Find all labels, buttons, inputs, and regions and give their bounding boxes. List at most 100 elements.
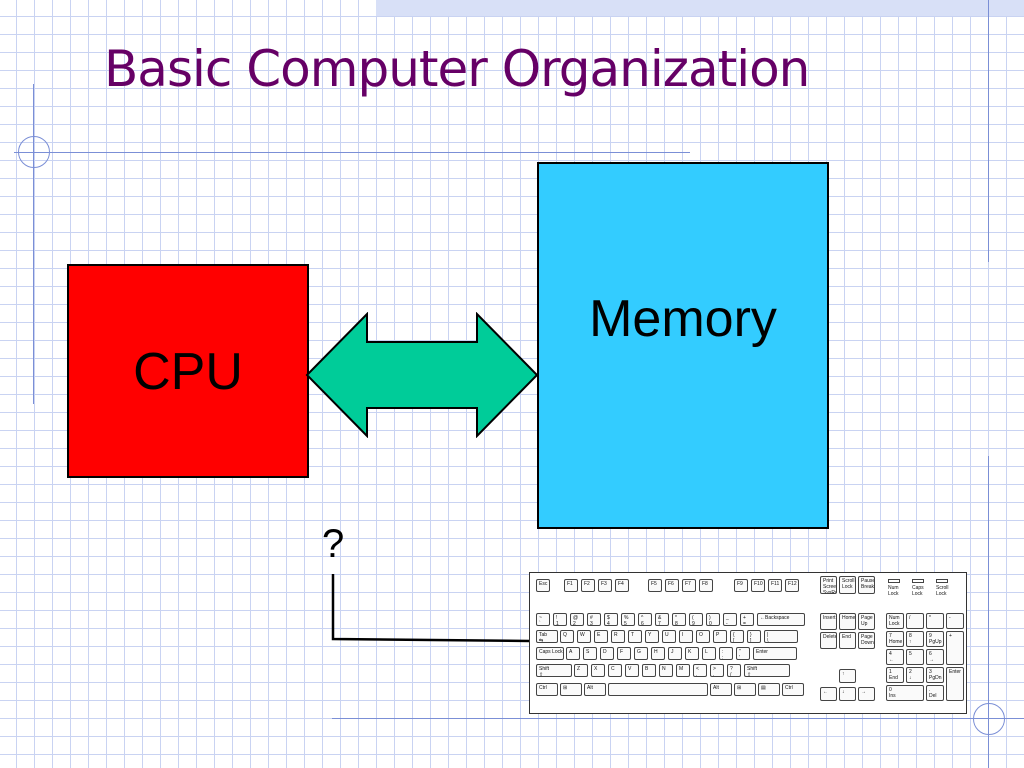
memory-block: Memory	[537, 162, 829, 529]
keyboard-key: " '	[736, 647, 750, 660]
keyboard-key: { [	[730, 630, 744, 643]
cpu-label: CPU	[133, 343, 243, 401]
keyboard-key: F1	[564, 579, 578, 592]
keyboard-key: ←Backspace	[757, 613, 805, 626]
keyboard-key: ( 9	[689, 613, 703, 626]
keyboard-key: Print Screen SysRq	[820, 576, 837, 594]
right-top-vertical-guide	[988, 0, 989, 262]
keyboard-key: →	[858, 687, 875, 701]
right-guide-circle	[973, 703, 1005, 735]
keyboard-key: Enter	[946, 667, 964, 701]
keyboard-key: Insert	[820, 613, 837, 630]
keyboard-key: F9	[734, 579, 748, 592]
keyboard-key: # 3	[587, 613, 601, 626]
keyboard-key: Ctrl	[782, 683, 804, 696]
keyboard-key: F	[617, 647, 631, 660]
keyboard-indicator-label: Scroll Lock	[936, 585, 949, 597]
keyboard-key: V	[625, 664, 639, 677]
keyboard-key: | \	[764, 630, 798, 643]
keyboard-key: M	[676, 664, 690, 677]
keyboard-indicator-light	[888, 579, 900, 583]
keyboard-key: F10	[751, 579, 765, 592]
keyboard-key: W	[577, 630, 591, 643]
keyboard-indicator-label: Num Lock	[888, 585, 899, 597]
cpu-memory-bus-arrow	[305, 312, 539, 438]
keyboard-key: Shift ⇧	[744, 664, 790, 677]
keyboard-key: } ]	[747, 630, 761, 643]
memory-label: Memory	[589, 289, 777, 348]
keyboard-key: 2 ↓	[906, 667, 924, 683]
bottom-horizontal-guide	[332, 718, 1024, 719]
keyboard-key: ▤	[758, 683, 780, 696]
keyboard-key	[608, 683, 708, 696]
keyboard-key: ? /	[727, 664, 741, 677]
keyboard-key: N	[659, 664, 673, 677]
keyboard-key: ⊞	[734, 683, 756, 696]
keyboard-key: Scroll Lock	[839, 576, 856, 594]
keyboard-key: *	[926, 613, 944, 629]
keyboard-key: ⊞	[560, 683, 582, 696]
keyboard-key: 3 PgDn	[926, 667, 944, 683]
keyboard-key: O	[696, 630, 710, 643]
keyboard-key: F6	[665, 579, 679, 592]
keyboard-key: F11	[768, 579, 782, 592]
keyboard-key: ^ 6	[638, 613, 652, 626]
keyboard-key: Ctrl	[536, 683, 558, 696]
keyboard-key: _ -	[723, 613, 737, 626]
keyboard-key: ↓	[839, 687, 856, 701]
keyboard-key: Z	[574, 664, 588, 677]
keyboard-key: Home	[839, 613, 856, 630]
keyboard-key: 8 ↑	[906, 631, 924, 647]
keyboard-key: Num Lock	[886, 613, 904, 629]
keyboard-key: 9 PgUp	[926, 631, 944, 647]
keyboard-key: C	[608, 664, 622, 677]
header-accent-band	[376, 0, 1024, 16]
keyboard-indicator-label: Caps Lock	[912, 585, 924, 597]
keyboard-key: X	[591, 664, 605, 677]
keyboard-key: < ,	[693, 664, 707, 677]
keyboard-key: Y	[645, 630, 659, 643]
keyboard-key: Esc	[536, 579, 550, 592]
keyboard-connector-line	[331, 574, 531, 643]
keyboard-key: T	[628, 630, 642, 643]
keyboard-key: . Del	[926, 685, 944, 701]
keyboard-key: Alt	[584, 683, 606, 696]
keyboard-key: Page Down	[858, 632, 875, 649]
keyboard-key: S	[583, 647, 597, 660]
keyboard-key: R	[611, 630, 625, 643]
right-bottom-vertical-guide	[988, 456, 989, 768]
keyboard-key: Delete	[820, 632, 837, 649]
keyboard-key: * 8	[672, 613, 686, 626]
keyboard-key: 1 End	[886, 667, 904, 683]
title-underline-guide	[14, 152, 690, 153]
keyboard-key: % 5	[621, 613, 635, 626]
keyboard-key: > .	[710, 664, 724, 677]
keyboard-key: F8	[699, 579, 713, 592]
unknown-connection-label: ?	[322, 522, 345, 566]
keyboard-key: H	[651, 647, 665, 660]
keyboard-key: K	[685, 647, 699, 660]
keyboard-key: ↑	[839, 669, 856, 683]
keyboard-key: F12	[785, 579, 799, 592]
keyboard-indicator-light	[936, 579, 948, 583]
keyboard-key: Tab ⇆	[536, 630, 558, 643]
keyboard-key: 5	[906, 649, 924, 665]
keyboard-key: Q	[560, 630, 574, 643]
keyboard-key: @ 2	[570, 613, 584, 626]
keyboard-key: $ 4	[604, 613, 618, 626]
keyboard-key: Page Up	[858, 613, 875, 630]
keyboard-key: 7 Home	[886, 631, 904, 647]
keyboard-key: +	[946, 631, 964, 665]
keyboard-key: F7	[682, 579, 696, 592]
keyboard-key: F5	[648, 579, 662, 592]
keyboard-key: Alt	[710, 683, 732, 696]
keyboard-key: D	[600, 647, 614, 660]
keyboard-key: ! 1	[553, 613, 567, 626]
keyboard-key: E	[594, 630, 608, 643]
keyboard-key: End	[839, 632, 856, 649]
keyboard-key: F4	[615, 579, 629, 592]
keyboard-key: -	[946, 613, 964, 629]
keyboard-key: : ;	[719, 647, 733, 660]
keyboard-key: I	[679, 630, 693, 643]
keyboard-key: Pause Break	[858, 576, 875, 594]
